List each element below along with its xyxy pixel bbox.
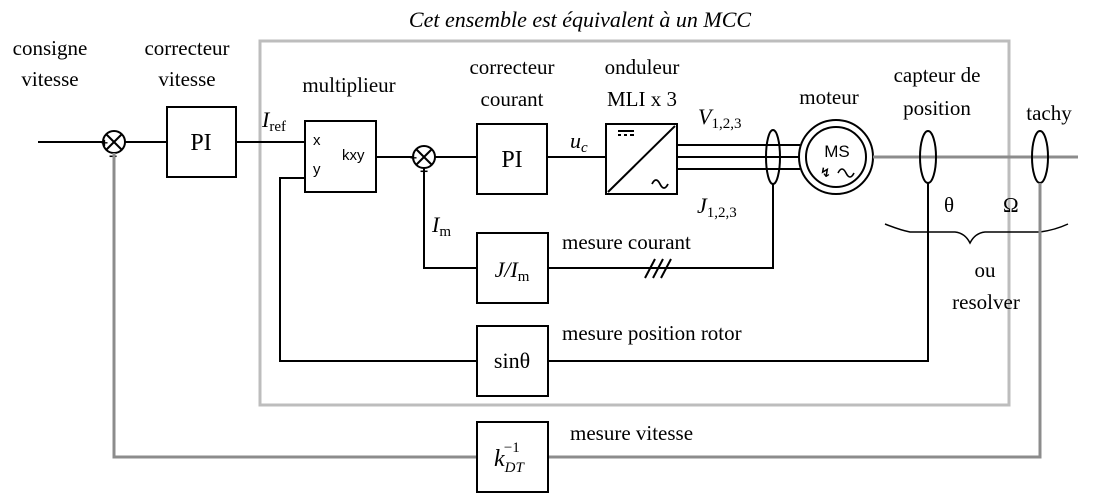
label-multiplieur: multiplieur (302, 73, 395, 97)
sin-label: sinθ (494, 348, 530, 373)
label-corr-vit-1: correcteur (144, 36, 229, 60)
signal-v123: V1,2,3 (698, 104, 741, 132)
label-moteur: moteur (799, 85, 858, 109)
label-onduleur-1: onduleur (605, 55, 680, 79)
pi-current-block (476, 123, 548, 195)
label-consigne-1: consigne (13, 36, 88, 60)
label-mesure-courant: mesure courant (562, 230, 691, 254)
multiplier-block (304, 120, 377, 193)
svg-text:↯: ↯ (820, 165, 831, 180)
motor-ms: MS ↯ (798, 119, 874, 195)
signal-uc: uc (570, 128, 588, 156)
wire-speed-feedback-left (112, 153, 477, 459)
signal-im: Im (431, 212, 451, 240)
mcc-equivalent-frame (258, 39, 1011, 407)
wire-speed-feedback-right (548, 183, 1042, 459)
mult-input-x: x (313, 132, 321, 149)
pi-current-label: PI (501, 147, 522, 173)
signal-omega: Ω (1003, 193, 1019, 217)
signal-theta: θ (944, 193, 954, 217)
motor-label: MS (824, 142, 850, 161)
label-corr-vit-2: vitesse (158, 67, 215, 91)
inverter-block (605, 123, 678, 195)
label-mesure-position: mesure position rotor (562, 321, 742, 345)
diagram-title: Cet ensemble est équivalent à un MCC (409, 7, 751, 32)
wire-current-feedback-right (548, 184, 774, 269)
label-capteur-2: position (903, 96, 971, 120)
signal-j123: J1,2,3 (697, 193, 737, 221)
sin-block (476, 325, 549, 397)
label-mesure-vitesse: mesure vitesse (570, 421, 693, 445)
label-ou: ou (975, 258, 997, 282)
signal-iref: Iref (261, 107, 286, 135)
three-wire-slash-mark (644, 258, 672, 279)
pi-speed-label: PI (190, 130, 211, 156)
label-corr-cour-2: courant (481, 87, 544, 111)
mult-output-kxy: kxy (342, 147, 365, 164)
svg-text:+: + (410, 151, 417, 165)
wire-position-feedback-right (548, 183, 929, 362)
speed-gain-block (476, 421, 549, 493)
label-capteur-1: capteur de (894, 63, 981, 87)
current-summing-junction: + − (410, 145, 436, 179)
svg-text:+: + (101, 136, 108, 150)
label-onduleur-2: MLI x 3 (607, 87, 677, 111)
brace (884, 223, 1069, 245)
wire-current-feedback-left (423, 168, 477, 269)
three-phase-lines (677, 144, 800, 170)
label-corr-cour-1: correcteur (469, 55, 554, 79)
label-consigne-2: vitesse (21, 67, 78, 91)
mult-input-y: y (313, 161, 321, 178)
label-tachy: tachy (1026, 101, 1072, 125)
wire-position-feedback-left (279, 177, 477, 362)
label-resolver: resolver (952, 290, 1020, 314)
